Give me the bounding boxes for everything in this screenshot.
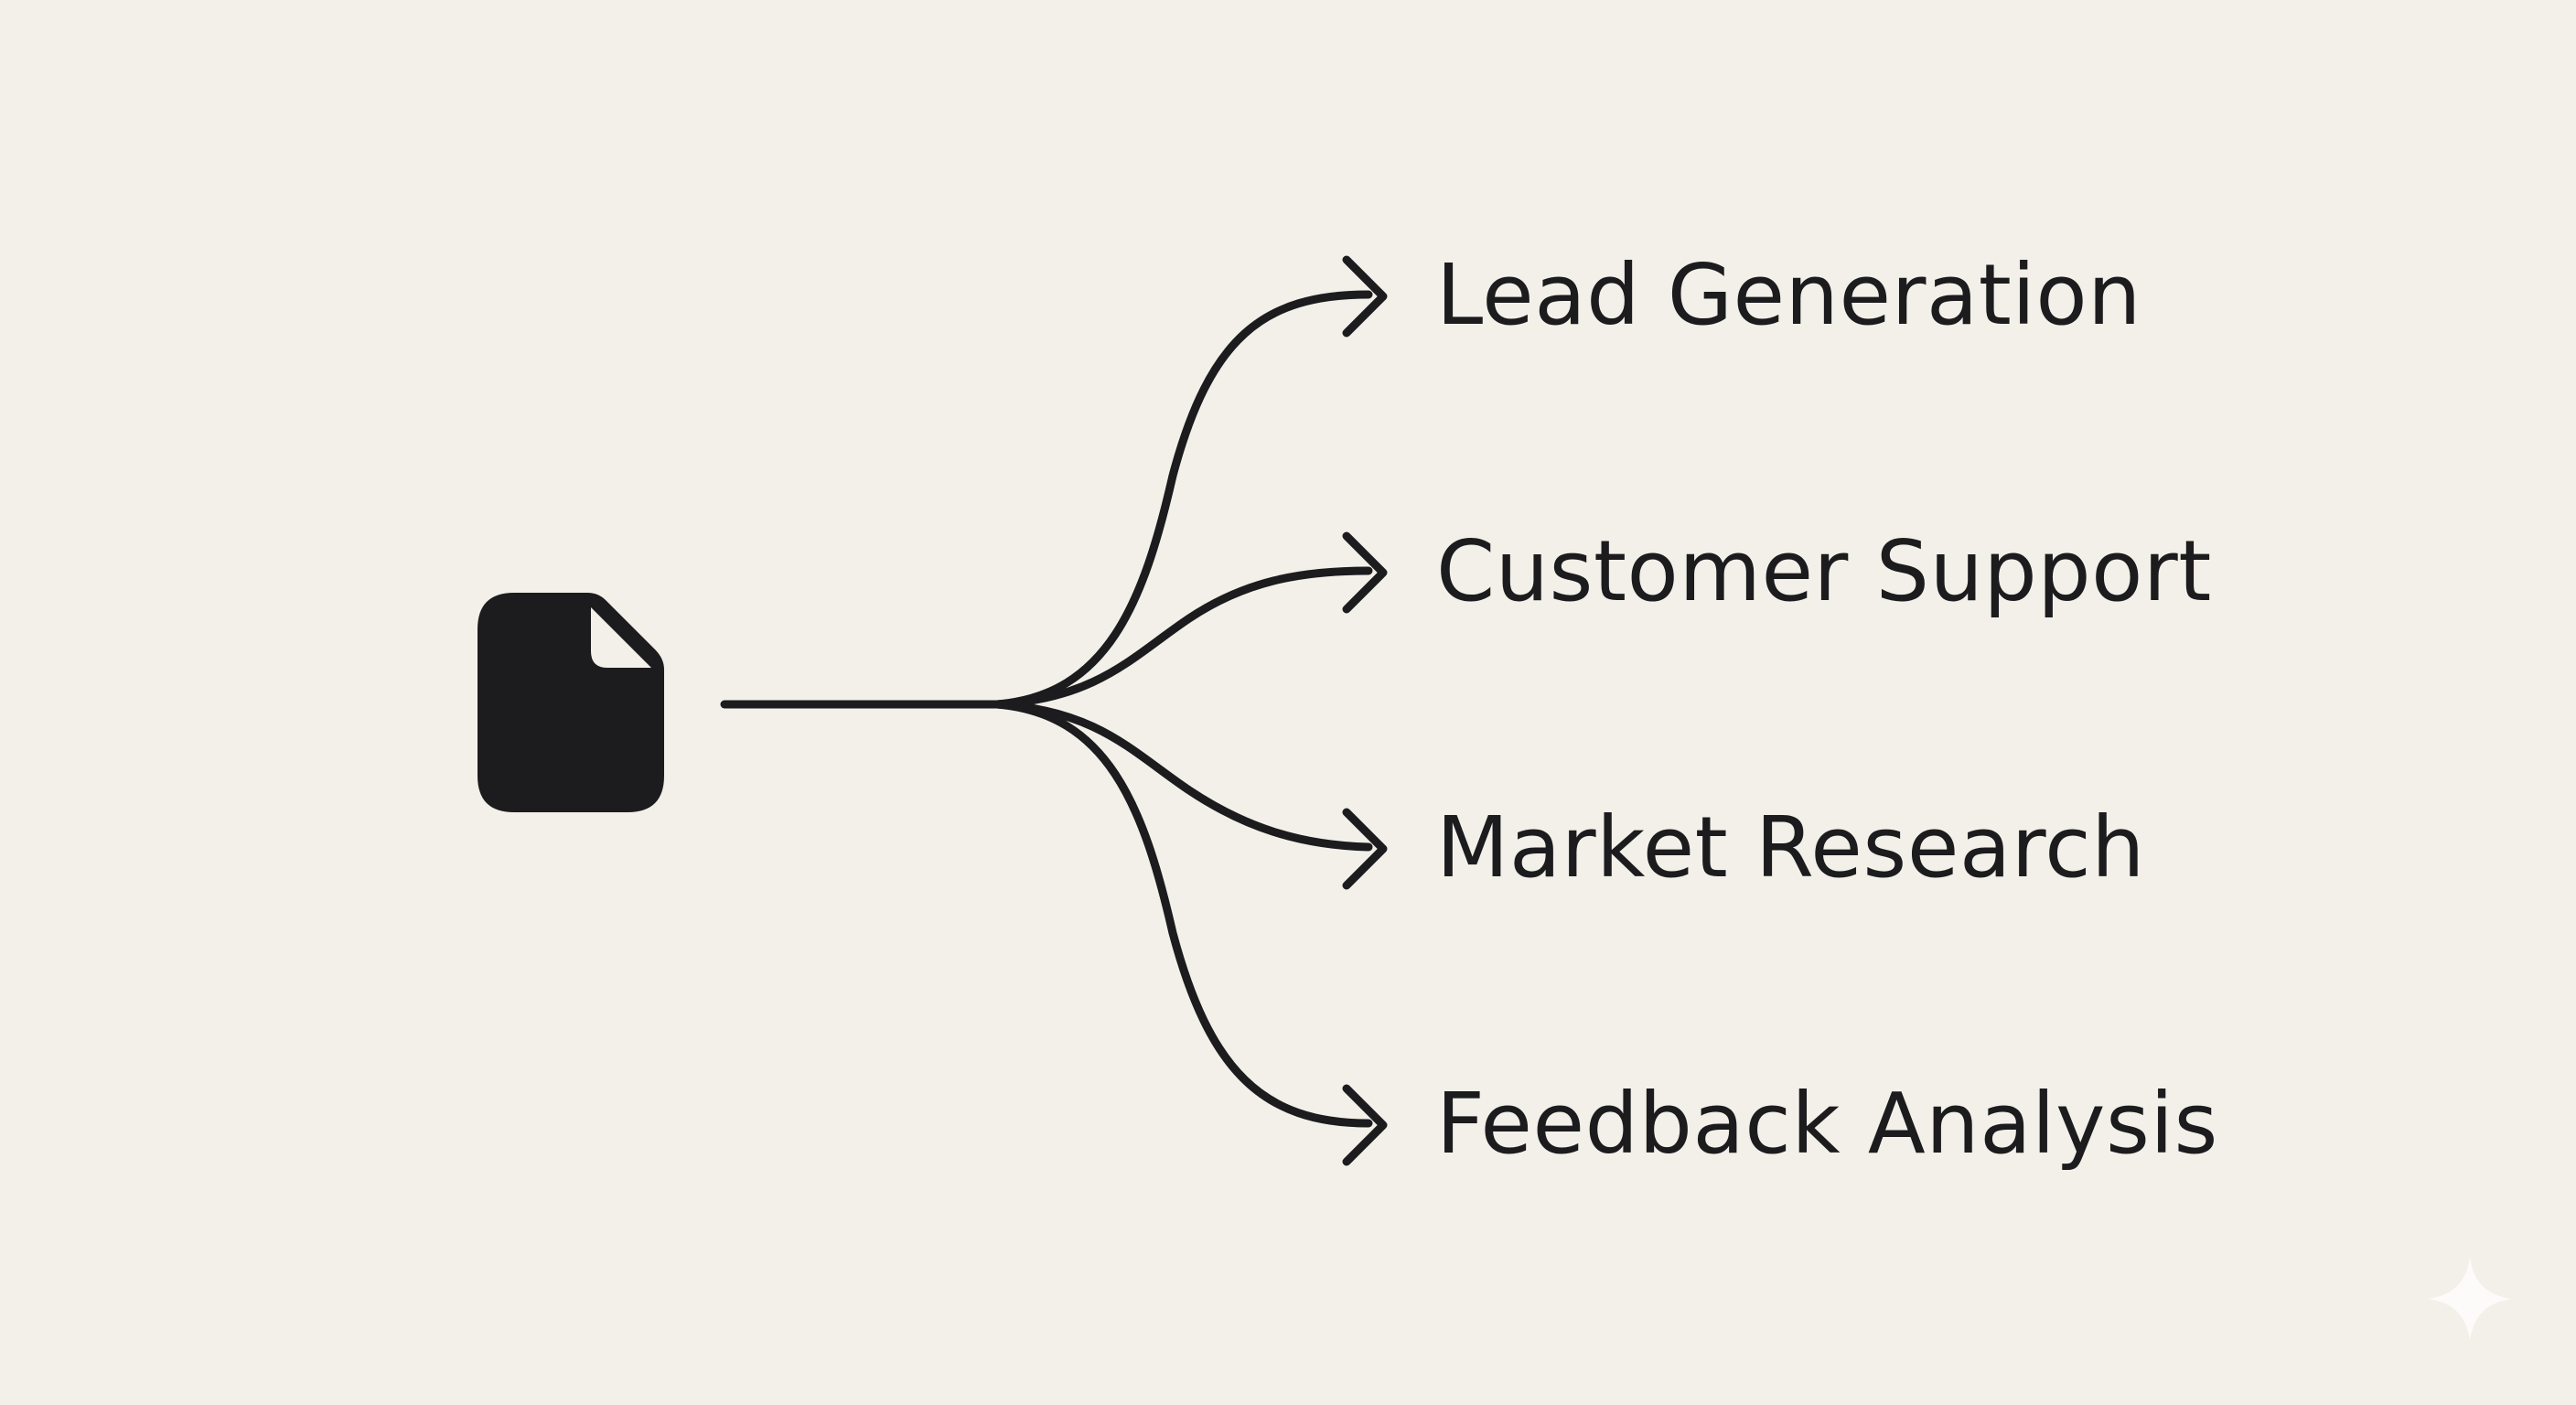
arrowhead-feedback-analysis (1342, 1084, 1388, 1166)
arrowhead-market-research (1342, 808, 1388, 890)
arrowhead-customer-support (1342, 531, 1388, 614)
arrowhead-lead-generation (1342, 255, 1388, 338)
branch-label-lead-generation: Lead Generation (1436, 246, 2141, 344)
branch-label-customer-support: Customer Support (1436, 522, 2212, 620)
branch-label-feedback-analysis: Feedback Analysis (1436, 1075, 2218, 1173)
branch-connector-lead-generation (993, 290, 1373, 709)
branch-connector-customer-support (993, 566, 1373, 709)
sparkle-icon (2428, 1257, 2512, 1341)
document-icon (478, 593, 664, 812)
branch-connector-feedback-analysis (993, 700, 1373, 1128)
branch-label-market-research: Market Research (1436, 799, 2145, 896)
branch-connector-market-research (993, 700, 1373, 852)
